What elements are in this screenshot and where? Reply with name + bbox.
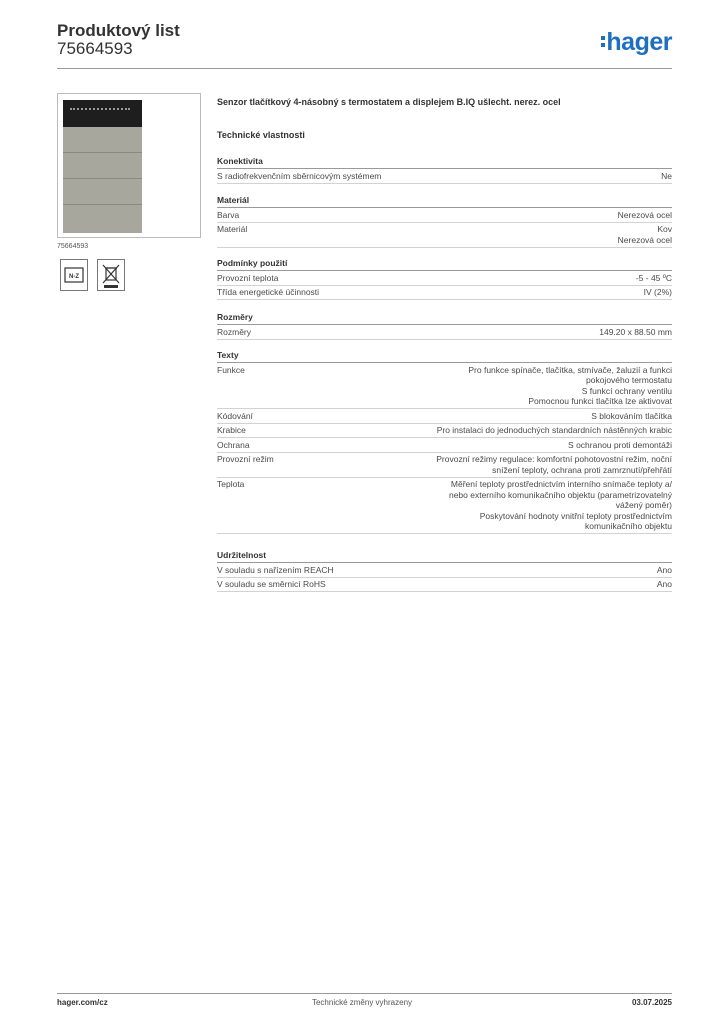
spec-value: 149.20 x 88.50 mm [387, 327, 672, 338]
section-heading: Materiál [217, 194, 672, 208]
spec-row: Krabice Pro instalaci do jednoduchých sta… [217, 424, 672, 438]
spec-value-line: Kov [657, 224, 672, 234]
spec-value: S ochranou proti demontáži [387, 440, 672, 451]
spec-value-line: Provozní režimy regulace: komfortní poho… [436, 454, 672, 464]
product-number: 75664593 [57, 39, 133, 58]
spec-value-line: nebo externího komunikačního objektu (pa… [448, 489, 672, 500]
spec-value-line: -5 - 45 ºC [635, 272, 672, 283]
spec-label: Provozní režim [217, 454, 274, 464]
spec-value-line: vážený poměr) [615, 500, 672, 510]
spec-row: V souladu s nařízením REACH Ano [217, 563, 672, 578]
spec-row: S radiofrekvenčním sběrnicovým systémem N… [217, 169, 672, 184]
spec-value-line: IV (2%) [643, 287, 672, 297]
spec-value-line: S blokováním tlačítka [591, 410, 672, 421]
spec-row: Ochrana S ochranou proti demontáži [217, 438, 672, 453]
spec-label: Teplota [217, 479, 245, 489]
spec-row: Funkce Pro funkce spínače, tlačítka, stmí… [217, 363, 672, 409]
spec-value-line: Nerezová ocel [617, 209, 672, 220]
spec-value-line: S ochranou proti demontáži [568, 439, 672, 450]
device-display [63, 100, 142, 127]
product-title: Senzor tlačítkový 4-násobný s termostate… [217, 97, 561, 107]
spec-row: V souladu se směrnicí RoHS Ano [217, 578, 672, 592]
spec-row: Provozní režim Provozní režimy regulace: … [217, 453, 672, 478]
spec-row: Rozměry 149.20 x 88.50 mm [217, 325, 672, 340]
spec-label: Provozní teplota [217, 272, 279, 283]
technical-properties-heading: Technické vlastnosti [217, 130, 305, 140]
spec-value-line: Ano [656, 579, 672, 589]
product-image [57, 93, 201, 238]
spec-row: Třída energetické účinnosti IV (2%) [217, 286, 672, 300]
spec-label: Krabice [217, 425, 246, 435]
spec-label: Ochrana [217, 439, 250, 450]
spec-value: Provozní režimy regulace: komfortní poho… [387, 454, 672, 475]
footer-divider [57, 993, 672, 994]
section-heading: Podmínky použití [217, 257, 672, 271]
spec-value-line: Ano [656, 564, 672, 575]
nfc-label-icon: N-Z [60, 259, 88, 291]
spec-label: Kódování [217, 410, 253, 421]
spec-value-line: Ne [661, 170, 672, 181]
spec-value: Ano [387, 565, 672, 576]
spec-value-line: pokojového termostatu [586, 375, 672, 385]
spec-value: Ne [387, 171, 672, 182]
section-heading: Texty [217, 349, 672, 363]
spec-label: Rozměry [217, 326, 252, 337]
section-heading: Konektivita [217, 155, 672, 169]
spec-value-line: komunikačního objektu [585, 521, 672, 531]
spec-value: Ano [387, 579, 672, 590]
spec-value: Nerezová ocel [387, 210, 672, 221]
weee-crossed-bin-icon [97, 259, 125, 291]
spec-row: Kódování S blokováním tlačítka [217, 409, 672, 424]
header-divider [57, 68, 672, 69]
spec-label: V souladu se směrnicí RoHS [217, 579, 326, 589]
image-caption: 75664593 [57, 243, 89, 250]
device-illustration [63, 100, 142, 233]
spec-value: Pro funkce spínače, tlačítka, stmívače, … [387, 365, 672, 407]
spec-value: IV (2%) [387, 287, 672, 298]
spec-label: Třída energetické účinnosti [217, 287, 320, 297]
spec-label: V souladu s nařízením REACH [217, 564, 334, 575]
spec-value-line: Pomocnou funkci tlačítka lze aktivovat [528, 396, 672, 406]
spec-value-line: Poskytování hodnoty vnitřní teploty pros… [479, 510, 672, 521]
footer-website: hager.com/cz [57, 998, 108, 1007]
logo-text: hager [606, 28, 672, 56]
spec-value-line: S funkcí ochrany ventilu [581, 385, 672, 396]
spec-value-line: 149.20 x 88.50 mm [599, 326, 672, 337]
spec-row: Provozní teplota -5 - 45 ºC [217, 271, 672, 286]
spec-value-line: snížení teploty, ochrana proti zamrznutí… [492, 464, 672, 475]
spec-value: Pro instalaci do jednoduchých standardní… [387, 425, 672, 436]
hager-logo: hager [601, 28, 672, 56]
spec-value: Měření teploty prostřednictvím interního… [387, 479, 672, 532]
spec-value: S blokováním tlačítka [387, 411, 672, 422]
spec-label: Barva [217, 209, 240, 220]
spec-value-line: Pro funkce spínače, tlačítka, stmívače, … [468, 364, 672, 375]
spec-row: Barva Nerezová ocel [217, 208, 672, 223]
spec-value: -5 - 45 ºC [387, 273, 672, 284]
spec-value-line: Nerezová ocel [617, 234, 672, 245]
spec-row: Teplota Měření teploty prostřednictvím in… [217, 478, 672, 534]
spec-label: Materiál [217, 224, 248, 234]
spec-label: S radiofrekvenčním sběrnicovým systémem [217, 170, 382, 181]
svg-text:N-Z: N-Z [69, 274, 79, 280]
page-title: Produktový list [57, 21, 180, 40]
logo-dots-icon [601, 36, 606, 40]
spec-value-line: Měření teploty prostřednictvím interního… [450, 479, 672, 489]
section-heading: Rozměry [217, 311, 672, 325]
section-heading: Udržitelnost [217, 549, 672, 563]
spec-label: Funkce [217, 364, 245, 375]
footer-disclaimer: Technické změny vyhrazeny [311, 998, 413, 1007]
footer-date: 03.07.2025 [631, 998, 672, 1007]
spec-value-line: Pro instalaci do jednoduchých standardní… [436, 425, 672, 435]
